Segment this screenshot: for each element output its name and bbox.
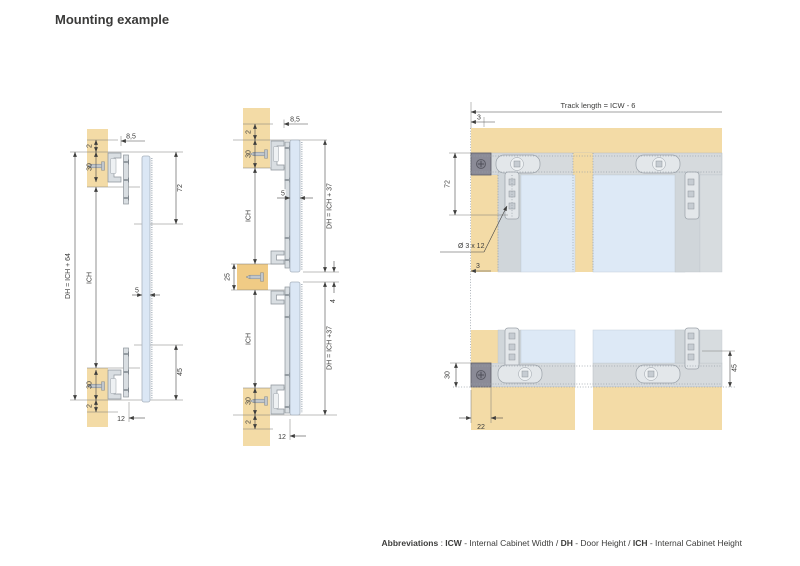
dim-front-offset: 8,5 [126,134,136,141]
dim-side-gap: 3 [476,263,480,270]
dim-top-track: 30 [87,163,94,171]
door2-glass-top [592,174,686,273]
dim-end-stop-height: 30 [445,371,452,379]
dim-bottom-inset: 12 [117,416,125,423]
bottom-panel-band-right [593,387,722,430]
door1-glass-top [520,174,576,273]
center-cabinet-strip [573,153,593,272]
abbreviations-colon: : [438,538,446,548]
dim-bottom-track: 30 [246,397,253,405]
top-panel-band [471,128,722,153]
dim-track-length: Track length = ICW - 6 [561,101,636,110]
track-assembly [249,140,290,269]
dim-top-bracket-height: 72 [445,180,452,188]
dim-bottom-bracket-height: 45 [732,364,739,372]
abbr-ich: ICH [632,538,648,548]
dim-top-track: 30 [246,150,253,158]
door2-top-bracket [684,171,700,220]
door1-top-bracket [504,171,520,220]
dim-upper-door-height: DH = ICH + 37 [327,183,334,229]
dim-cabinet-height: ICH [87,272,94,284]
door2-glass-bottom [592,329,686,364]
single-door-side-section-diagram: 2 30 8,5 72 DH = ICH + 64 ICH 5 45 30 2 … [65,129,184,427]
dim-bottom-inset: 12 [278,434,286,441]
right-cut-strip [699,174,723,273]
door1-glass-bottom [520,329,576,364]
dim-screw-spec: Ø 3 x 12 [458,243,485,250]
door-panel [141,155,151,403]
abbr-ich-desc: - Internal Cabinet Height [647,538,742,548]
dim-top-bracket: 72 [177,184,184,192]
bottom-panel [243,388,273,446]
page-title: Mounting example [55,12,170,27]
track-assembly [86,152,129,205]
abbr-icw: ICW [445,538,462,548]
front-view-diagram: Track length = ICW - 6 3 72 Ø 3 x 12 3 3… [440,101,739,431]
abbreviations-label: Abbreviations [381,538,439,548]
dim-track-end-gap: 3 [477,115,481,122]
bottom-panel-band-left [471,387,575,430]
dim-upper-cabinet-height: ICH [246,210,253,222]
top-end-stop [470,152,492,176]
dim-lower-cabinet-height: ICH [246,333,253,345]
shelf-guide-profiles [245,250,285,305]
lower-door-panel [289,281,301,416]
abbr-dh: DH [560,538,573,548]
upper-door-panel [289,139,301,273]
dim-door-gap: 4 [330,299,337,303]
dim-bottom-bracket: 45 [177,368,184,376]
dim-door-thickness: 5 [281,191,285,198]
dim-lower-door-height: DH = ICH +37 [327,326,334,370]
left-side-panel [471,175,498,272]
door1-bottom-bracket [497,327,543,384]
abbr-dh-desc: - Door Height / [572,538,633,548]
bottom-end-stop [470,362,492,388]
dim-bottom-gap: 2 [87,404,94,408]
dim-shelf-thickness: 25 [225,273,232,281]
door1-top-roller-carriage [495,154,541,174]
dim-top-gap: 2 [87,144,94,148]
right-cut-strip-bottom [699,329,723,364]
dim-bottom-track: 30 [87,381,94,389]
door2-top-roller-carriage [635,154,681,174]
top-panel [243,108,273,168]
dim-end-stop-width: 22 [477,424,485,431]
dim-door-height: DH = ICH + 64 [65,253,72,299]
double-tier-side-section-diagram: 2 30 8,5 ICH 5 DH = ICH + 37 25 4 ICH DH… [225,108,339,446]
left-side-panel-bottom [471,330,498,363]
dim-door-thickness: 5 [135,288,139,295]
dim-top-gap: 2 [246,130,253,134]
dim-bottom-gap: 2 [246,420,253,424]
abbr-icw-desc: - Internal Cabinet Width / [461,538,561,548]
dim-front-offset: 8,5 [290,117,300,124]
door2-bottom-bracket [635,327,700,384]
abbreviations-footer: Abbreviations : ICW - Internal Cabinet W… [382,538,742,548]
